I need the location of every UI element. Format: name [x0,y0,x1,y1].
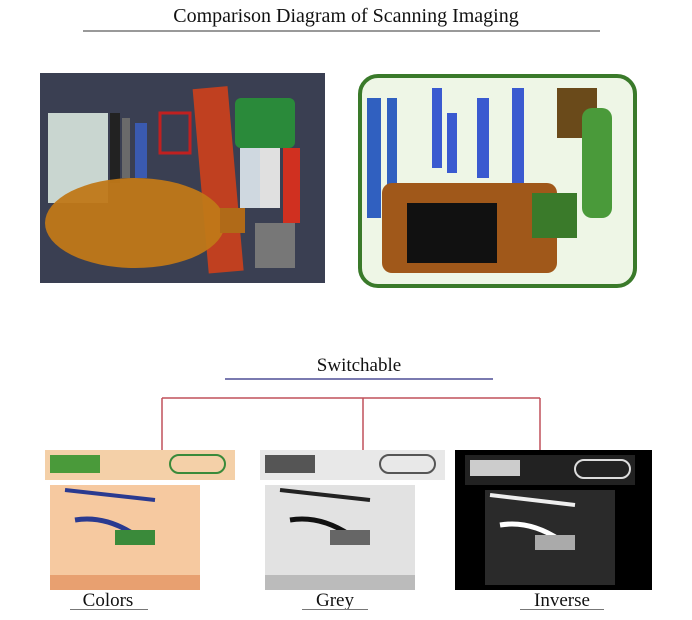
mode-label-colors: Colors [82,590,134,611]
suitcase-photo [40,73,325,283]
green-can [235,98,295,148]
oil-bottle [45,178,225,268]
grey-underline [302,609,368,610]
grey-mode-image[interactable] [255,445,450,590]
xray-scan-image [352,68,640,295]
inverse-mode-image[interactable] [455,450,652,590]
colors-mode-image[interactable] [45,445,235,590]
mode-label-grey: Grey [316,590,354,611]
mode-label-inverse: Inverse [534,590,590,611]
diagram-title: Comparison Diagram of Scanning Imaging [173,5,519,27]
switchable-label: Switchable [316,355,402,376]
colors-underline [70,609,148,610]
switchable-underline [225,378,493,380]
inverse-underline [520,609,604,610]
title-underline [83,30,600,32]
